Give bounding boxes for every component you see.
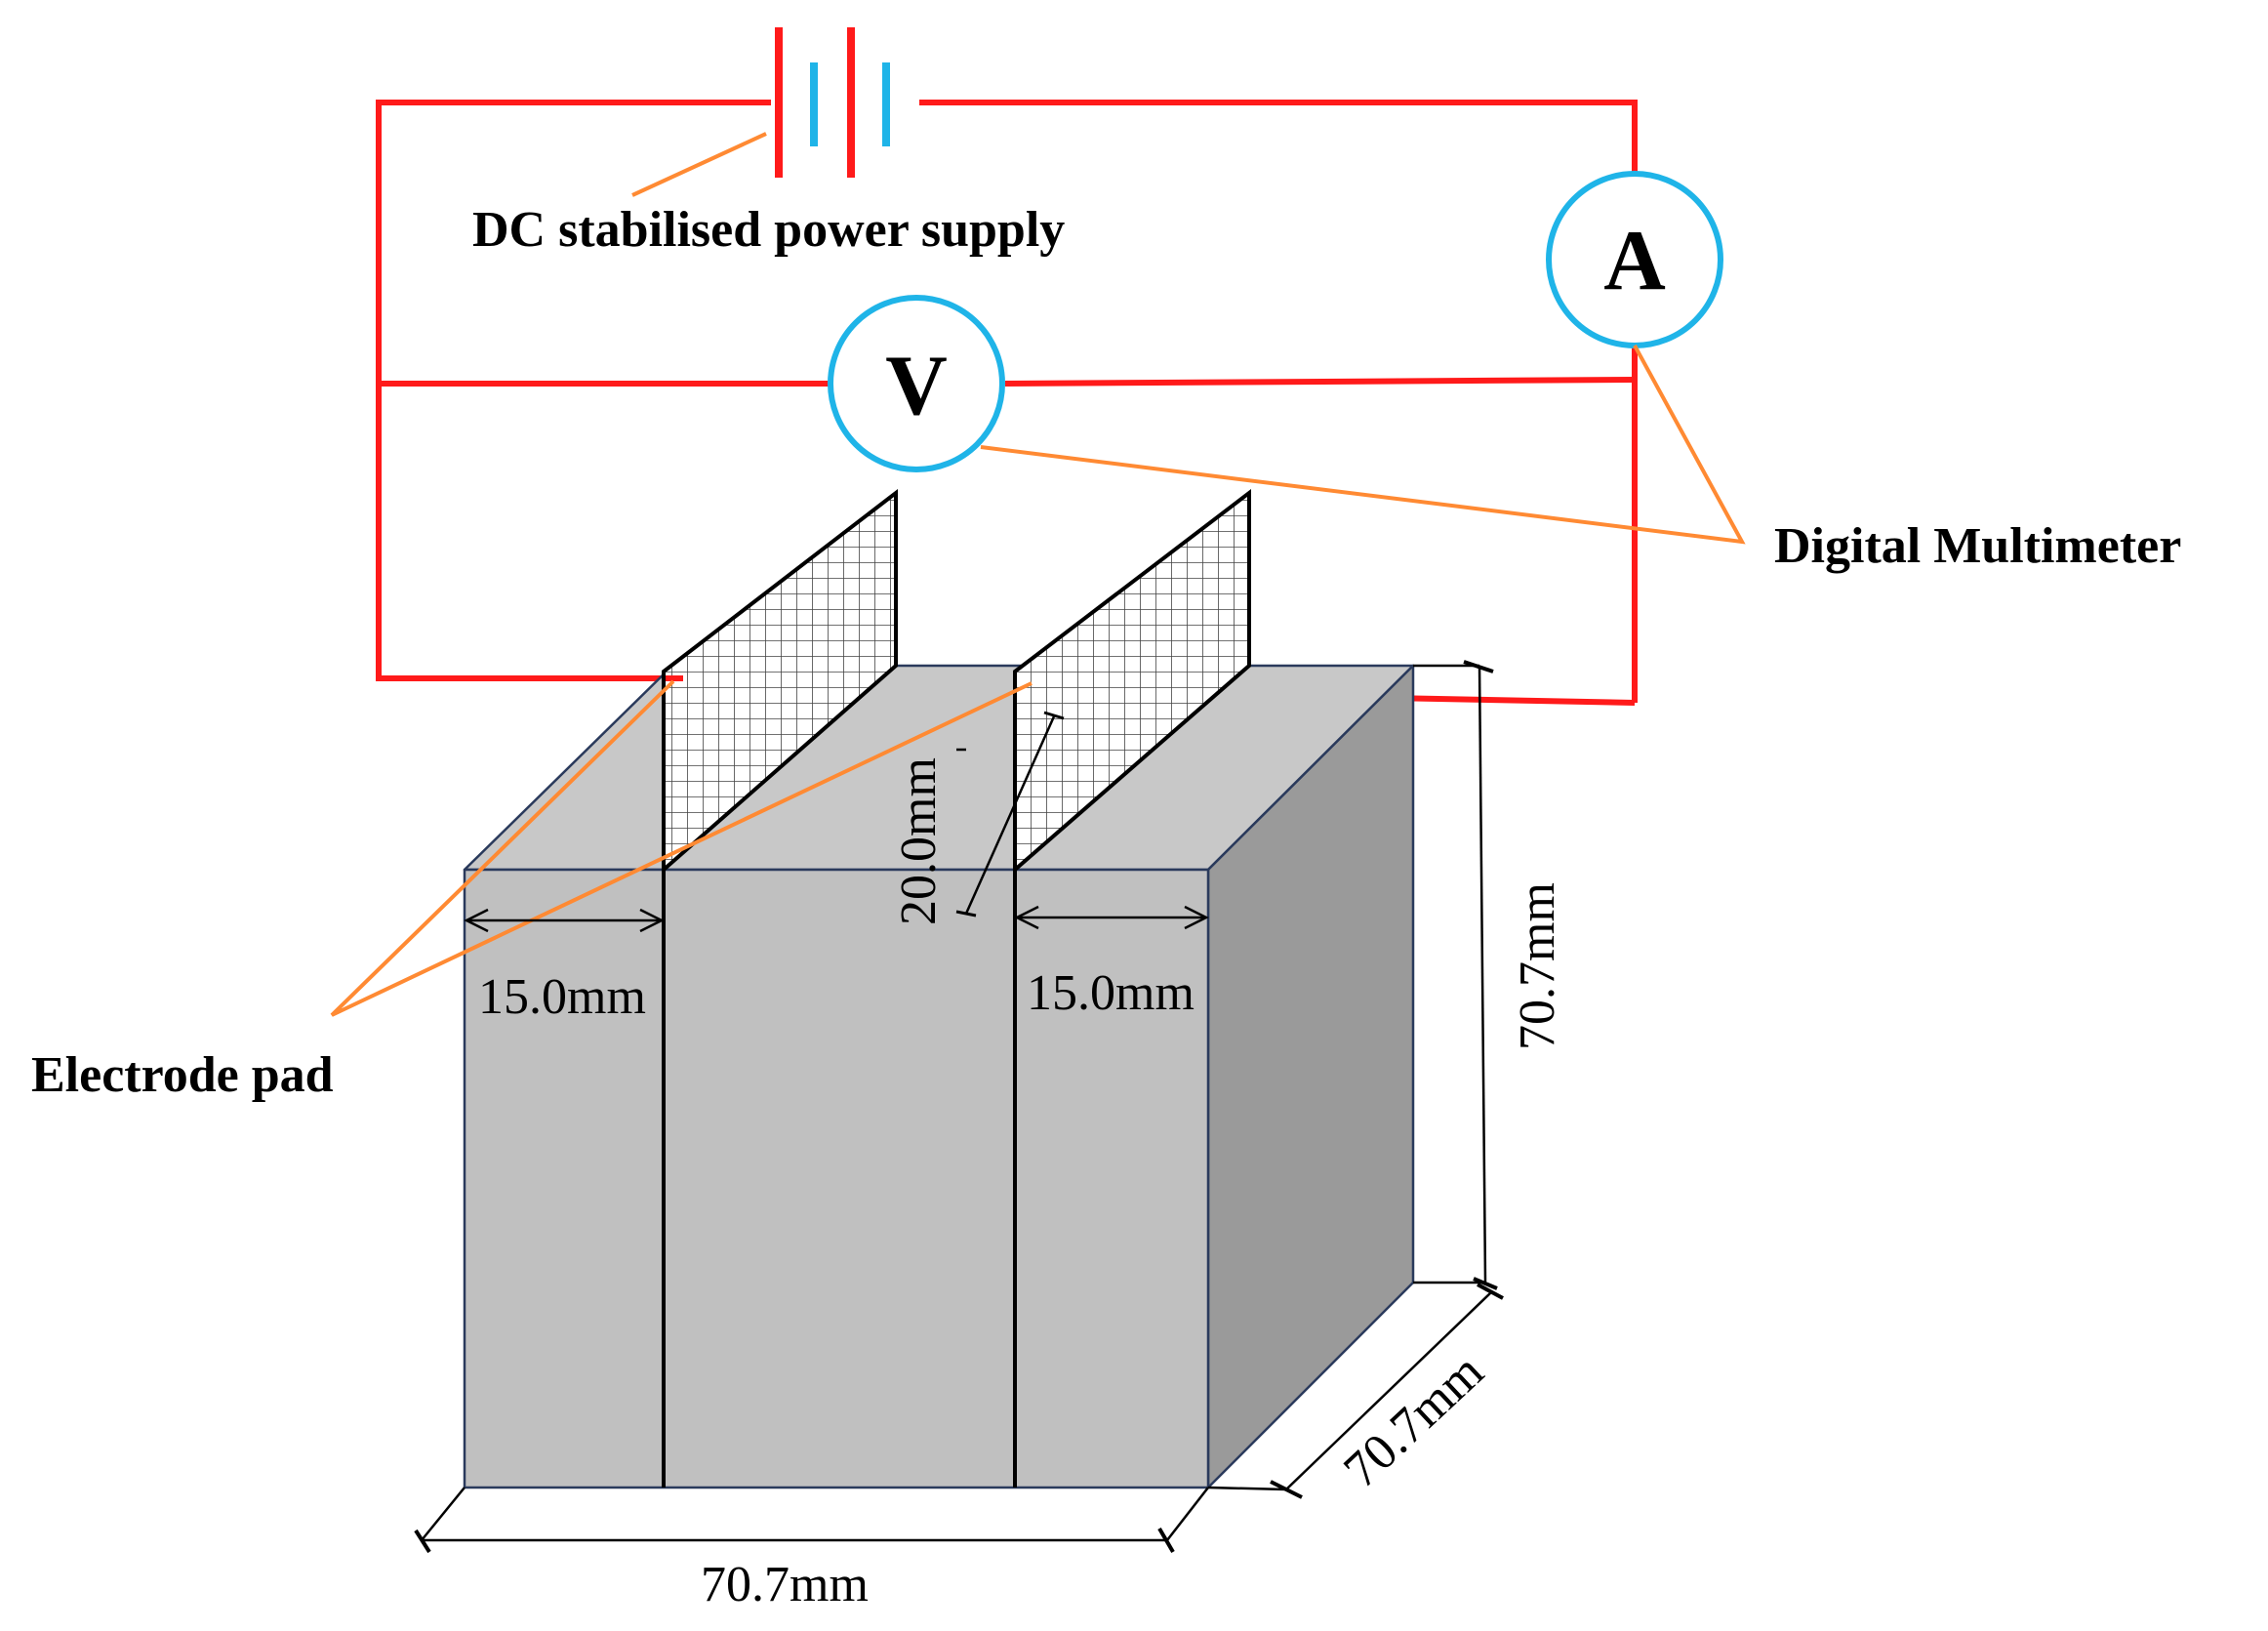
wire-top-left xyxy=(376,100,771,681)
voltmeter-label: V xyxy=(885,339,948,433)
electrode-pad-left xyxy=(662,488,898,875)
electrode-pads xyxy=(662,488,1251,875)
dimension-width: 70.7mm xyxy=(701,1557,869,1612)
ammeter-icon: A xyxy=(1546,171,1723,348)
wire-top-right xyxy=(919,100,1638,174)
circuit-wires xyxy=(376,100,1638,706)
multimeter-label: Digital Multimeter xyxy=(1774,518,2181,574)
wire-voltmeter-right xyxy=(1004,377,1636,387)
ammeter-label: A xyxy=(1603,214,1666,308)
voltmeter-icon: V xyxy=(828,295,1005,472)
dimension-left-gap: 15.0mm xyxy=(478,969,646,1025)
power-supply-label: DC stabilised power supply xyxy=(472,202,1065,258)
electrode-pad-right xyxy=(1013,488,1251,875)
dimension-right-gap: 15.0mm xyxy=(1027,965,1195,1021)
dimension-lines xyxy=(414,660,1504,1554)
leader-lines xyxy=(330,132,1746,1017)
electrode-pad-label: Electrode pad xyxy=(31,1047,334,1103)
slot-lines xyxy=(662,870,1017,1488)
cube-front-face xyxy=(463,868,1210,1489)
dimension-electrode-depth: 20.0mm xyxy=(891,757,947,925)
dimension-height: 70.7mm xyxy=(1510,882,1565,1050)
battery-icon xyxy=(775,27,890,178)
